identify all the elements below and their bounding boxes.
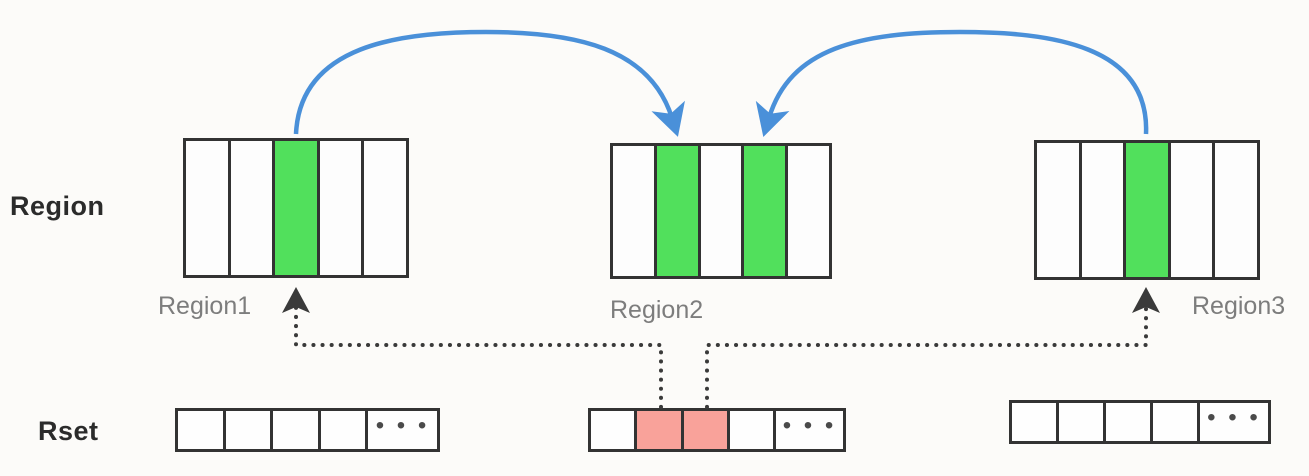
rset3-cell-5-ellipsis[interactable]: • • • (1199, 403, 1269, 441)
rset2-cell-2-red[interactable] (637, 411, 684, 449)
rset-box-2[interactable]: • • • (588, 408, 846, 452)
region3-cell-3-green[interactable] (1126, 143, 1171, 277)
region2-cell-4-green[interactable] (744, 146, 789, 276)
region-caption-region3: Region3 (1192, 292, 1286, 320)
region3-cell-4[interactable] (1170, 143, 1216, 277)
rset1-cell-2[interactable] (225, 411, 273, 449)
region2-cell-5[interactable] (788, 146, 829, 276)
rset-box-1[interactable]: • • • (175, 408, 440, 452)
region2-cell-1[interactable] (613, 146, 657, 276)
rset2-cell-5-ellipsis[interactable]: • • • (776, 411, 844, 449)
rset2-cell-3-red[interactable] (683, 411, 730, 449)
region1-cell-4[interactable] (319, 141, 365, 275)
rset1-cell-3[interactable] (273, 411, 321, 449)
rset1-cell-1[interactable] (178, 411, 226, 449)
rset3-cell-1[interactable] (1012, 403, 1059, 441)
rset2-cell-1[interactable] (591, 411, 638, 449)
region-caption-region1: Region1 (158, 292, 252, 320)
region3-cell-1[interactable] (1037, 143, 1082, 277)
rset3-cell-4[interactable] (1152, 403, 1200, 441)
rset1-cell-5-ellipsis[interactable]: • • • (368, 411, 437, 449)
region1-cell-1[interactable] (186, 141, 231, 275)
row-label-region: Region (10, 191, 105, 221)
reference-arrow-region1-to-region2 (293, 29, 685, 137)
row-label-rset: Rset (38, 416, 99, 446)
region1-cell-5[interactable] (364, 141, 406, 275)
region1-cell-3-green[interactable] (275, 141, 320, 275)
rset1-cell-4[interactable] (320, 411, 368, 449)
region-box-region3[interactable] (1034, 140, 1260, 280)
rset-arrow-rset2-red1-to-region1 (282, 287, 663, 409)
region2-cell-2-green[interactable] (656, 146, 701, 276)
rset2-cell-4[interactable] (729, 411, 776, 449)
region3-cell-2[interactable] (1081, 143, 1127, 277)
region-caption-region2: Region2 (610, 296, 704, 324)
region1-cell-2[interactable] (230, 141, 276, 275)
rset-arrow-rset2-red2-to-region3 (705, 287, 1160, 409)
region3-cell-5[interactable] (1215, 143, 1257, 277)
reference-arrow-region3-to-region2 (755, 29, 1149, 137)
region-box-region2[interactable] (610, 143, 832, 279)
rset3-cell-2[interactable] (1058, 403, 1106, 441)
region2-cell-3[interactable] (700, 146, 745, 276)
region-box-region1[interactable] (183, 138, 409, 278)
rset-box-3[interactable]: • • • (1009, 400, 1271, 444)
rset3-cell-3[interactable] (1105, 403, 1153, 441)
